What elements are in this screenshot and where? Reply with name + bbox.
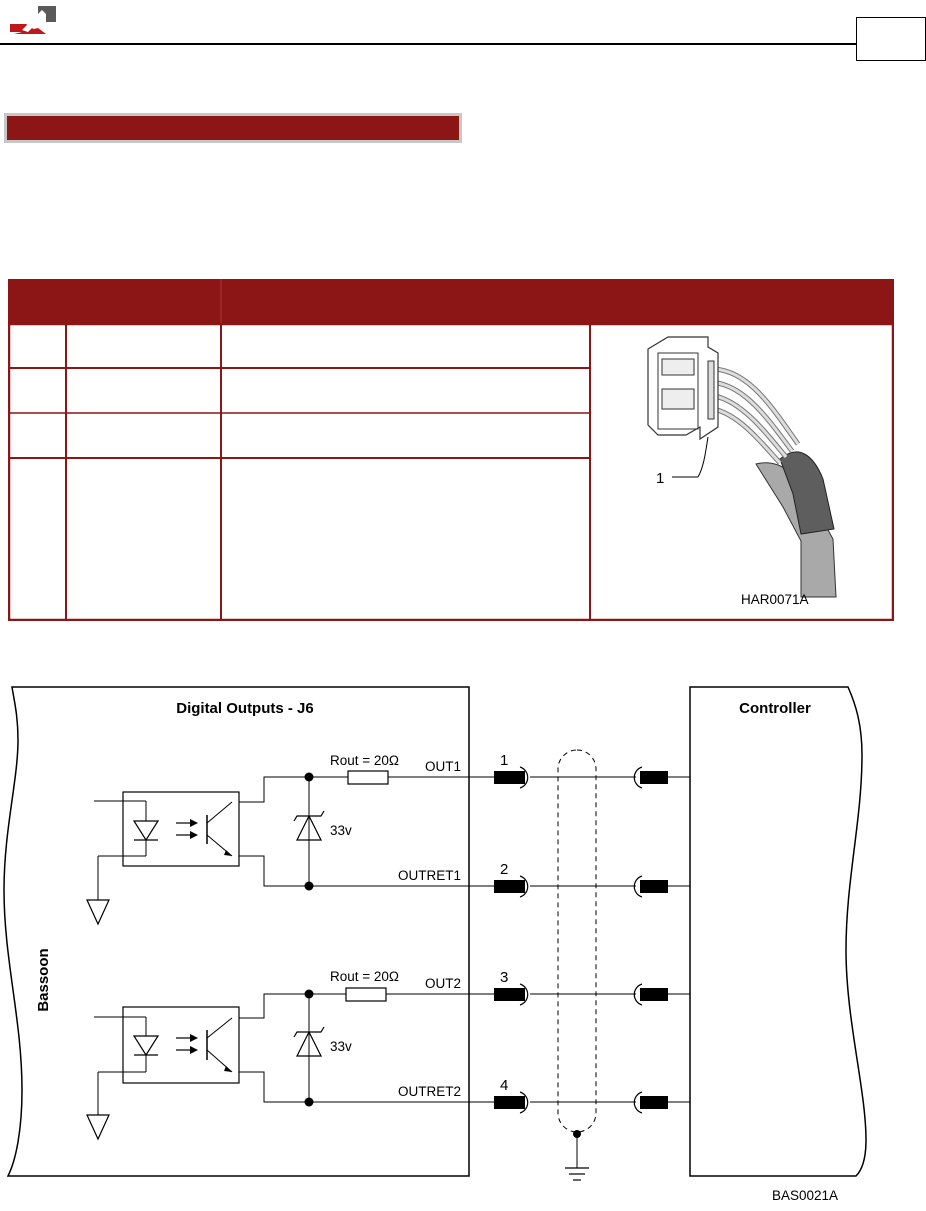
output-resistor-1 [347,770,389,785]
pin-number: 1 [500,752,508,769]
ground-icon [86,1114,110,1141]
left-panel-title: Digital Outputs - J6 [176,700,314,717]
cable-shield [557,749,597,1133]
pin-1 [494,771,525,784]
image-callout: 1 [656,470,664,487]
page-number-box [856,17,926,61]
out-signal-label: OUT2 [425,976,461,991]
zener-label: 33v [330,1039,352,1054]
zener-diode-2 [296,1030,322,1057]
pin-number: 2 [500,861,508,878]
resistor-label: Rout = 20Ω [330,753,399,768]
header-rule [0,43,856,45]
connector-cable-image [647,336,837,598]
optocoupler-1 [122,791,240,867]
return-signal-label: OUTRET1 [398,868,461,883]
pin-2 [494,880,525,893]
pin-3 [494,988,525,1001]
side-label: Bassoon [35,948,52,1011]
company-logo [8,2,58,38]
pin-4 [494,1096,525,1109]
out-signal-label: OUT1 [425,759,461,774]
right-panel-title: Controller [739,700,811,717]
pin-assignment-table: 1 HAR0071A [7,279,895,622]
table-header [8,279,894,324]
drive-panel [3,686,470,1177]
output-channel-1: 33v Rout = 20Ω OUT1 OUTRET1 1 2 [86,752,690,926]
pin-number: 3 [500,969,508,986]
wiring-diagram: Digital Outputs - J6 Controller Bassoon [0,680,926,1206]
image-reference: HAR0071A [741,592,809,607]
section-title-bar [4,113,462,143]
pin-number: 4 [500,1077,508,1094]
shield-ground-icon [565,1167,589,1181]
ground-icon [86,899,110,926]
output-channel-2: 33v Rout = 20Ω OUT2 OUTRET2 3 4 [86,969,690,1141]
output-resistor-2 [345,987,387,1002]
zener-diode-1 [296,814,322,841]
optocoupler-2 [122,1006,240,1084]
return-signal-label: OUTRET2 [398,1084,461,1099]
controller-panel [689,686,867,1177]
zener-label: 33v [330,823,352,838]
resistor-label: Rout = 20Ω [330,969,399,984]
figure-reference: BAS0021A [772,1188,838,1203]
